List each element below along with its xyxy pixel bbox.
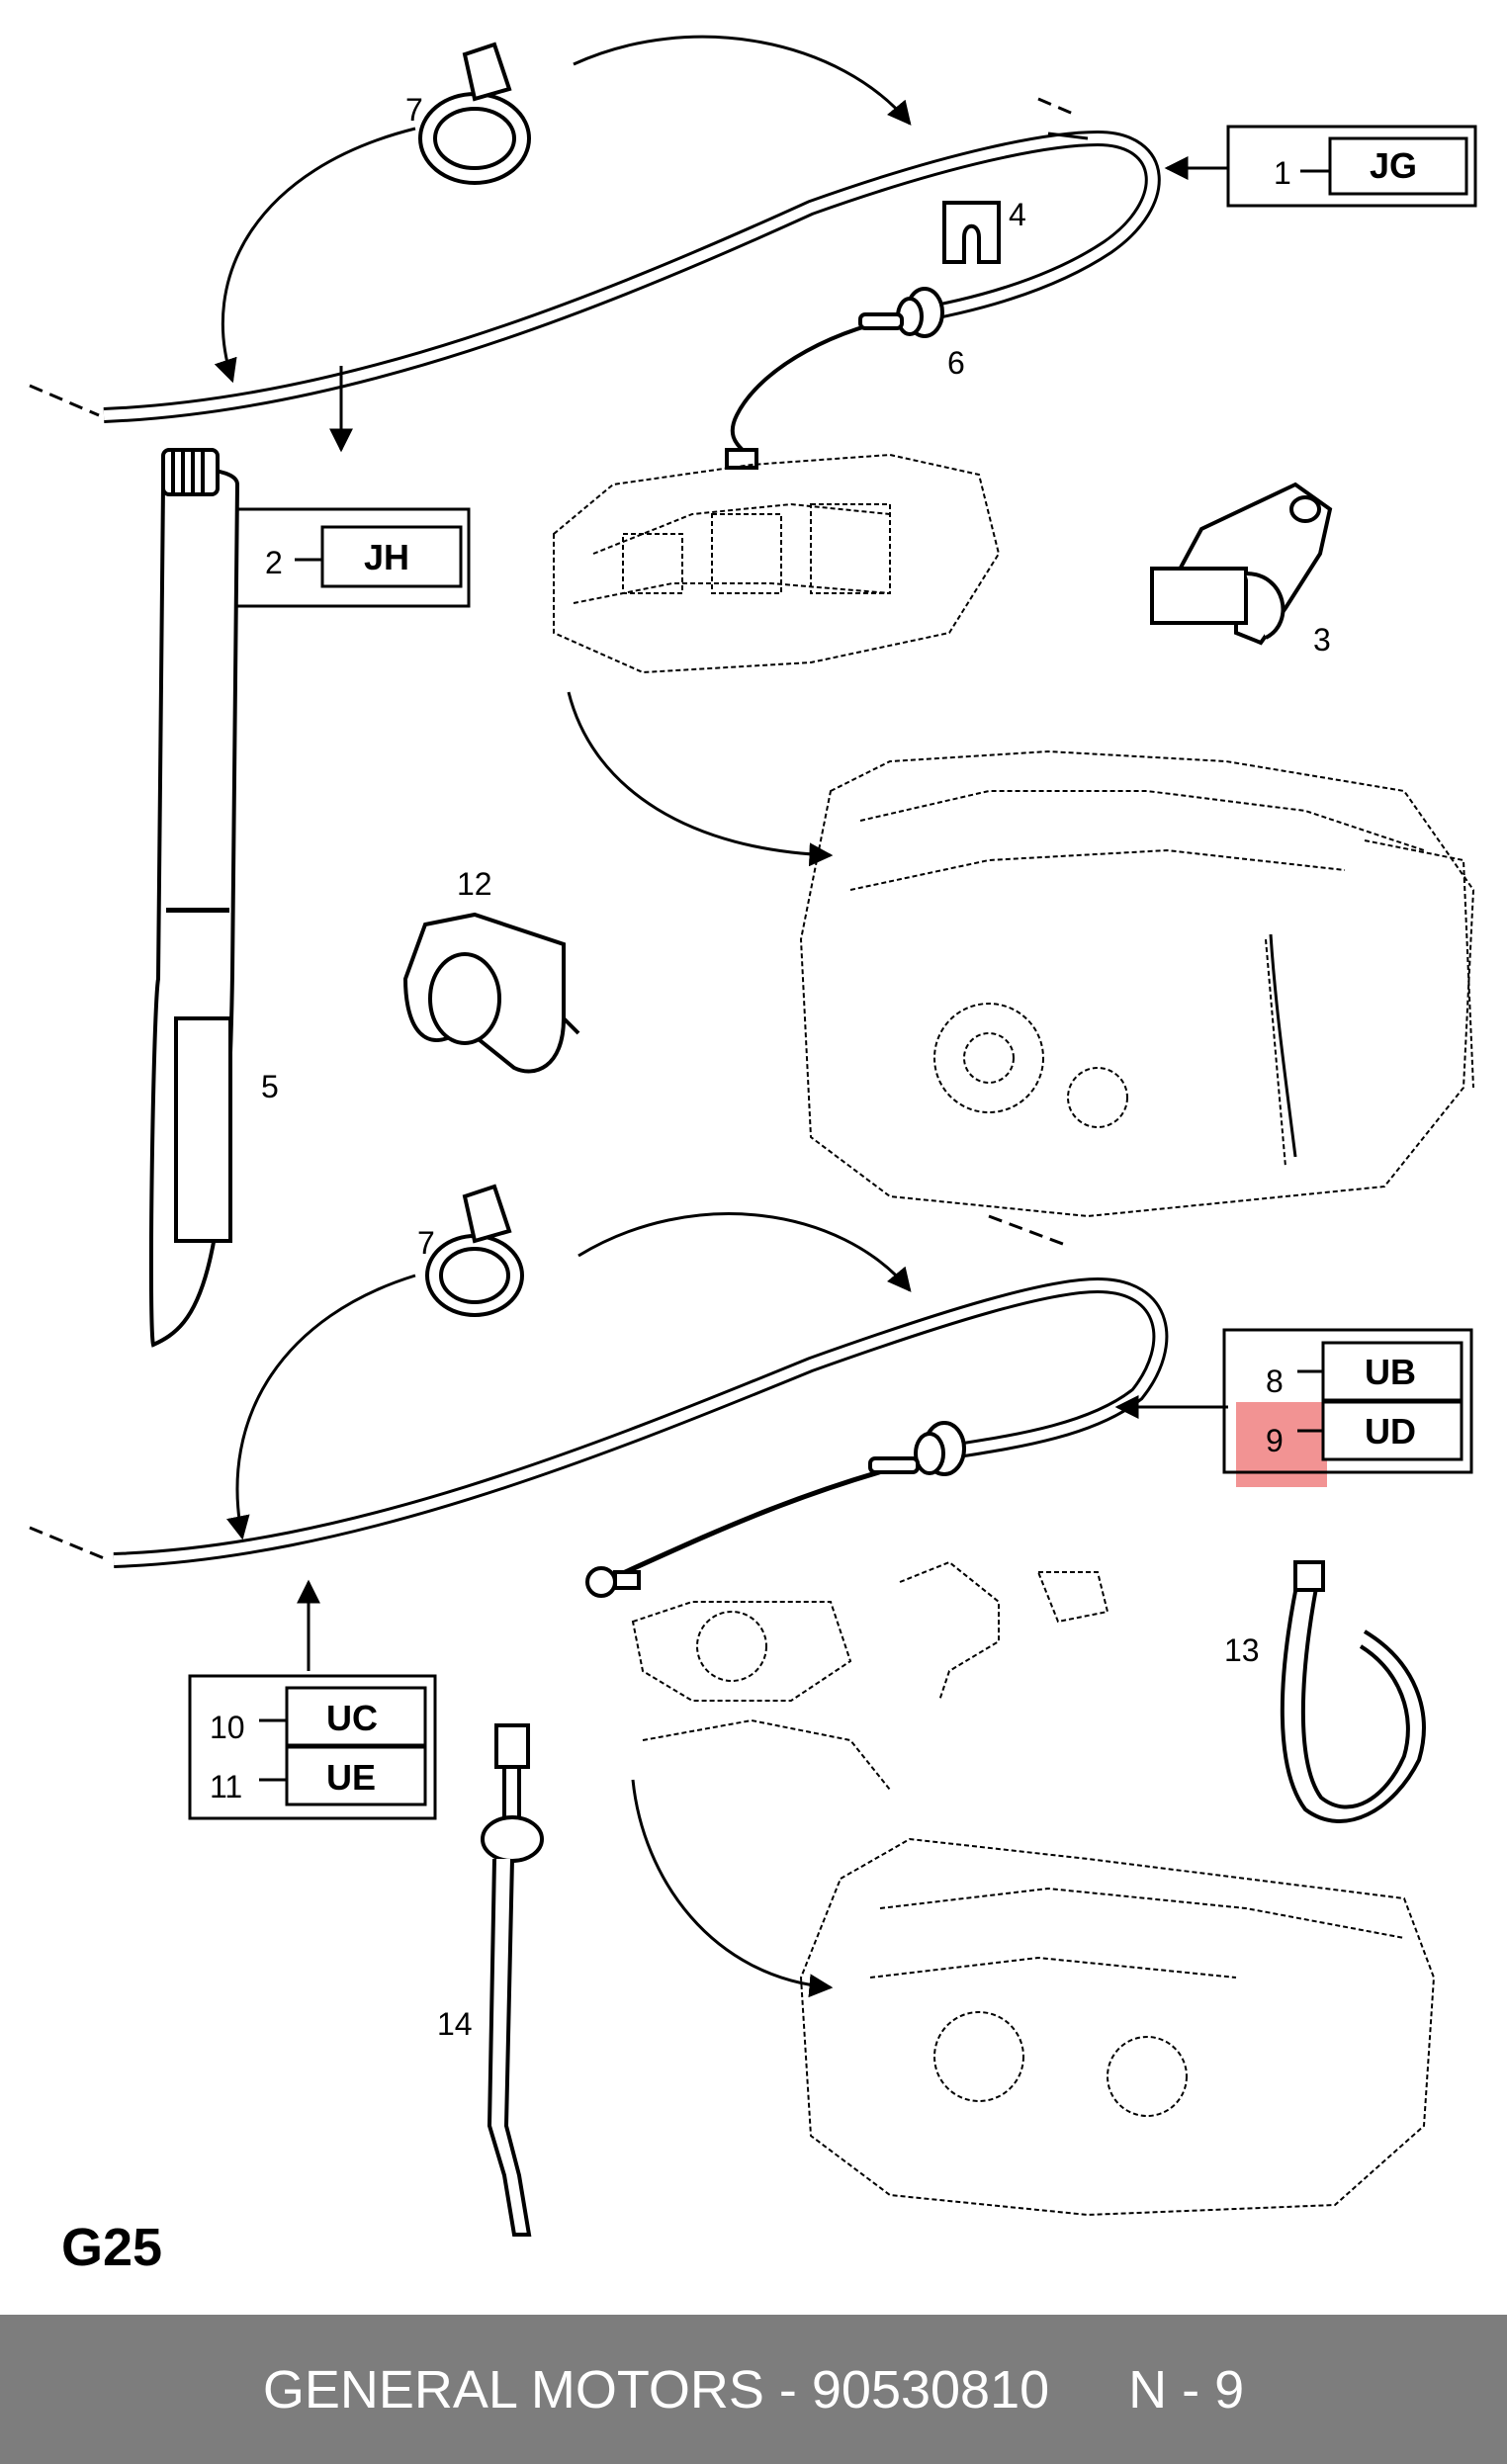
bracket-part-3 (1150, 482, 1333, 646)
page-code: G25 (61, 2218, 163, 2277)
clip-part-12 (402, 912, 580, 1074)
footer-page: N - 9 (1128, 2359, 1245, 2420)
code-jg: JG (1370, 145, 1417, 186)
sealant-tube-part-5 (148, 448, 240, 1348)
engine-illustration-bottom (631, 1560, 1436, 2217)
label-box-8-9: 8 9 UB UD (1222, 1328, 1473, 1487)
callout-5: 5 (261, 1069, 279, 1104)
callout-11: 11 (210, 1769, 242, 1804)
code-jh: JH (364, 537, 409, 577)
dipstick (1269, 933, 1297, 1158)
label-box-2: 2 JH (222, 507, 471, 608)
callout-4: 4 (1009, 197, 1026, 232)
hose-clamp-part-7-top (418, 42, 531, 185)
grommet-part-6 (858, 287, 944, 338)
flow-arrows-top (214, 35, 1236, 867)
callout-7-bottom: 7 (417, 1225, 435, 1261)
hose-clamp-part-7-bottom (425, 1184, 524, 1317)
clip-part-4 (942, 201, 1001, 264)
callout-12: 12 (457, 866, 492, 902)
cable-tie-part-13 (1280, 1560, 1426, 1823)
code-ub: UB (1365, 1352, 1416, 1392)
flow-arrows-bottom (226, 1212, 1228, 1998)
grommet-part-9 (868, 1421, 966, 1476)
parts-diagram: 1 JG 2 JH 3 4 6 7 5 12 (29, 35, 1477, 2237)
callout-3: 3 (1313, 622, 1331, 658)
footer-bar: GENERAL MOTORS - 90530810 N - 9 (0, 2315, 1507, 2464)
label-box-10-11: 10 11 UC UE (188, 1674, 437, 1820)
label-box-1: 1 JG (1226, 125, 1477, 208)
cable-top (29, 97, 1161, 461)
callout-14: 14 (437, 2006, 473, 2042)
callout-13: 13 (1224, 1632, 1260, 1668)
ring-terminal (585, 1566, 641, 1598)
cable-tie-part-14 (481, 1723, 544, 2237)
code-uc: UC (326, 1698, 378, 1738)
callout-6: 6 (947, 345, 965, 381)
callout-8: 8 (1266, 1364, 1284, 1399)
callout-9: 9 (1266, 1423, 1284, 1458)
code-ue: UE (326, 1757, 376, 1798)
footer-part-number: GENERAL MOTORS - 90530810 (262, 2359, 1050, 2420)
callout-2: 2 (265, 545, 283, 580)
engine-illustration-top (553, 453, 1475, 1218)
code-ud: UD (1365, 1411, 1416, 1452)
callout-7-top: 7 (405, 92, 423, 128)
callout-1: 1 (1274, 155, 1291, 191)
cable-end-connector (725, 448, 758, 470)
callout-10: 10 (210, 1710, 245, 1745)
